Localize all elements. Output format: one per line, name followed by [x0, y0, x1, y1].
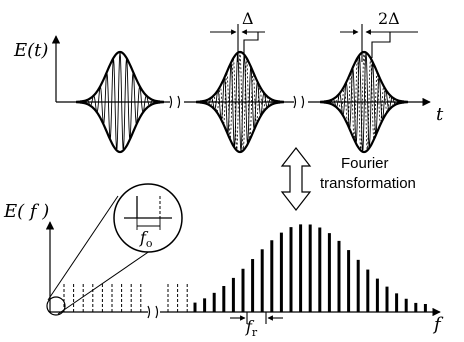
zoom-origin-circle [46, 296, 66, 316]
pulse-carrier [195, 53, 284, 152]
pulse-3 [319, 50, 409, 154]
pulse-1 [75, 50, 165, 154]
frequency-domain-panel [45, 183, 441, 324]
offset-frequency-subscript: o [145, 237, 153, 251]
pulse-envelope-upper [76, 50, 164, 103]
pulse-reference-carrier [319, 51, 409, 151]
pulse-carrier [75, 51, 165, 151]
spacing-marker [230, 312, 283, 324]
pulse-2 [195, 50, 285, 154]
freq-y-axis-label: E( f ) [4, 201, 50, 222]
pulse-envelope-lower [76, 101, 164, 154]
time-y-axis-label: E(t) [14, 40, 49, 61]
fourier-label-line-2: transformation [320, 175, 416, 192]
delay-label-1: Δ [242, 9, 254, 28]
delay-label-2: 2Δ [378, 9, 400, 28]
repetition-frequency-symbol: f [246, 317, 252, 336]
pulse-reference-carrier [195, 51, 285, 151]
delay-marker-1 [210, 24, 265, 62]
freq-x-axis-label: f [434, 314, 441, 335]
offset-frequency-symbol: f [140, 228, 146, 247]
fourier-label-line-1: Fourier [341, 155, 389, 172]
pulse-envelope-upper [196, 50, 284, 103]
time-axis-break-2 [293, 95, 305, 109]
delay-marker-2 [340, 24, 418, 62]
pulse-envelope-upper [320, 50, 408, 103]
zoom-inset [46, 183, 183, 316]
pulse-carrier [319, 52, 409, 152]
freq-axis-break [147, 305, 159, 319]
offset-frequency-label: fo [140, 228, 153, 251]
time-axis-break-1 [169, 95, 181, 109]
time-x-axis-label: t [436, 104, 444, 125]
time-domain-panel [51, 24, 431, 154]
repetition-frequency-subscript: r [251, 326, 258, 340]
repetition-frequency-label: fr [246, 317, 258, 340]
fourier-arrow [280, 147, 312, 211]
